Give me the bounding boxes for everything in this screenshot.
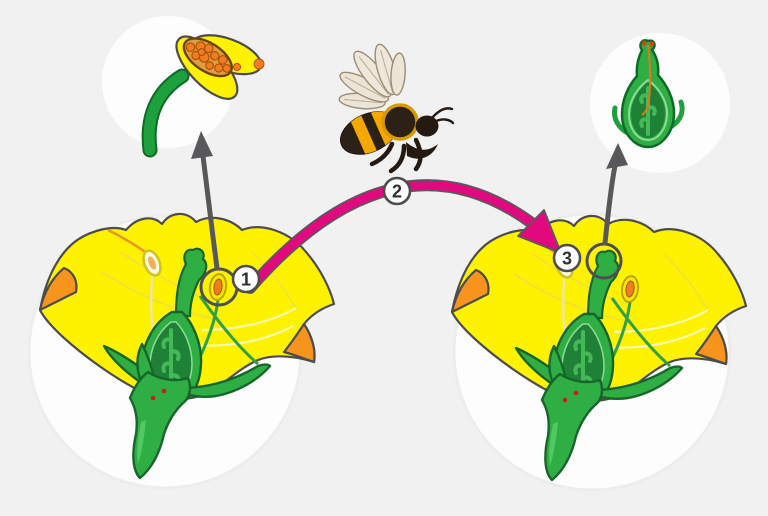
bee-rear-leg [406,142,438,159]
pistil-with-pollen-tube-icon [612,39,685,149]
anther-with-pollen-icon [141,34,265,158]
bee-wings [338,43,406,110]
pollen-tube [641,44,652,116]
zoom-out-arrow-left [191,131,220,271]
pollen-sac [182,37,233,78]
ovule-pattern [639,86,657,136]
step-badge-1: 1 [231,264,261,294]
pistil-base-curl [669,99,685,129]
transfer-arrowhead [517,209,562,254]
germinating-pollen-grain [641,40,647,46]
germinating-pollen-grain [649,41,655,47]
anther-bud [175,34,263,100]
zoom-out-arrow-right [602,143,628,246]
arrowhead [191,131,213,159]
step-3-number: 3 [562,249,572,269]
anther-stalk [143,70,188,156]
step-badge-2: 2 [382,176,412,206]
ovary-wall-highlight [627,78,669,142]
escaping-pollen-grain [253,58,265,70]
bee-thorax [381,103,419,141]
step-badge-3: 3 [552,243,582,273]
pollen-grains [185,41,232,73]
step-2-number: 2 [392,182,402,202]
arrowhead [606,143,628,169]
bee-antennae [430,107,455,125]
bee-head [415,115,439,137]
escaping-pollen-grain [232,62,242,72]
pistil-base-curl [612,105,629,135]
step-1-number: 1 [241,270,251,290]
honeybee-icon [338,43,455,174]
